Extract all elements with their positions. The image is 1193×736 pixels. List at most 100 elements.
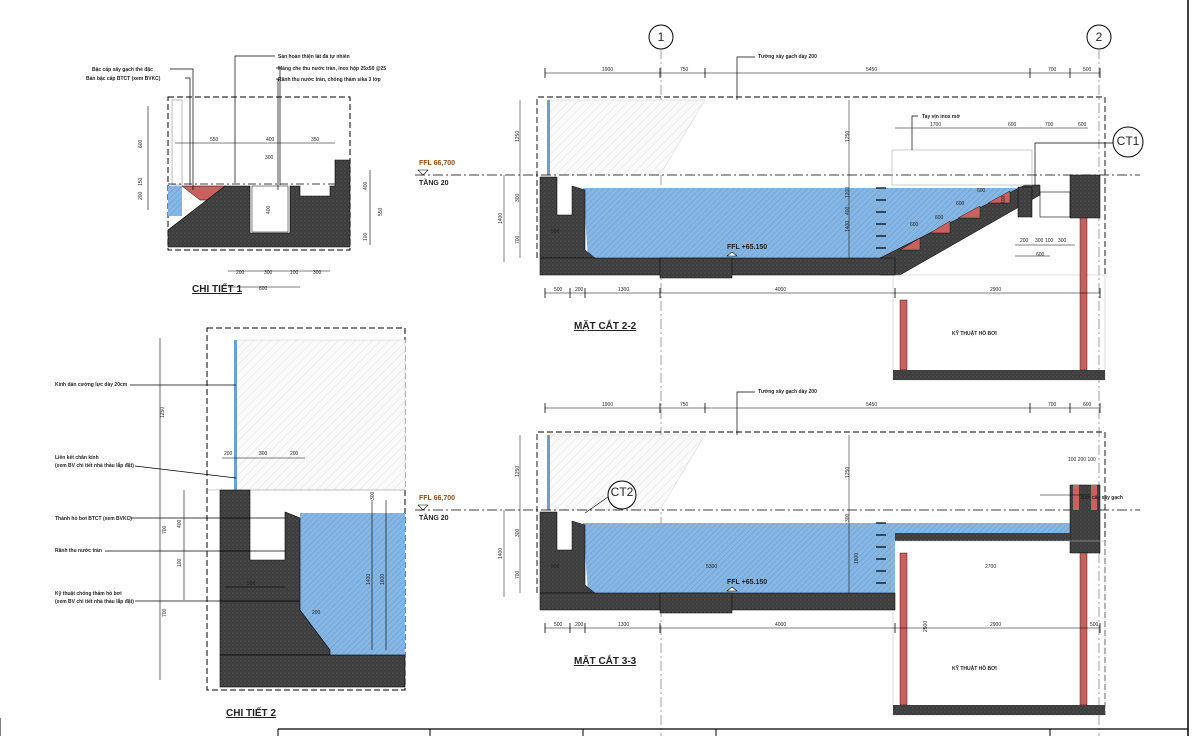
label-wall-note: Tường xây gạch dày 200 bbox=[758, 54, 817, 60]
dim: 300 bbox=[265, 155, 274, 161]
label-overflow-cover: Máng che thu nước tràn, inox hộp 25x50 @… bbox=[278, 66, 386, 72]
level-pool: FFL +65.150 bbox=[727, 244, 767, 251]
floor-label: TẦNG 20 bbox=[419, 177, 449, 187]
dim-left: 500 bbox=[551, 564, 560, 570]
dim: 400 bbox=[177, 519, 183, 528]
dim: 400 bbox=[266, 205, 272, 214]
dim: 200 bbox=[224, 451, 233, 457]
grid-label-1: 1 bbox=[658, 30, 665, 44]
floor-label: TẦNG 20 bbox=[419, 512, 449, 522]
dim: 1400 bbox=[366, 574, 372, 585]
dim-stair: 400 bbox=[1001, 195, 1007, 204]
dim-stair: 600 bbox=[956, 201, 965, 207]
callout-ct1: CT1 bbox=[1117, 134, 1140, 148]
dim-stair: 1700 bbox=[930, 122, 941, 128]
label-glass-joint-note: (xem BV chi tiết nhà thầu lắp đặt) bbox=[55, 462, 134, 469]
dim-inner: 5300 bbox=[706, 564, 717, 570]
dim-top: 500 bbox=[1083, 67, 1092, 73]
dim: 200 bbox=[236, 270, 245, 276]
dim-left: 300 bbox=[515, 528, 521, 537]
dim-top: 5450 bbox=[866, 402, 877, 408]
dim-stair: 600 bbox=[1008, 122, 1017, 128]
dim: 100 bbox=[290, 270, 299, 276]
dim-stair: 600 bbox=[1078, 122, 1087, 128]
dim-left: 1400 bbox=[498, 213, 504, 224]
dim-left: 700 bbox=[515, 235, 521, 244]
dim: 700 bbox=[162, 525, 168, 534]
label-rc-step: Bản bậc cấp BTCT (xem BVKC) bbox=[86, 75, 161, 82]
dim-left: 1250 bbox=[515, 466, 521, 477]
dim: 200 bbox=[138, 191, 144, 200]
dim-stair: 1250 bbox=[845, 131, 851, 142]
label-pool-wall: Thành hồ bơi BTCT (xem BVKC) bbox=[55, 516, 132, 522]
section-3-3 bbox=[415, 391, 1140, 716]
section-2-2 bbox=[415, 56, 1144, 381]
dim: 1250 bbox=[160, 407, 166, 418]
dim-bottom: 2900 bbox=[990, 622, 1001, 628]
dim: 550 bbox=[378, 207, 384, 216]
dim-stair: 100 bbox=[1045, 238, 1054, 244]
dim-inner: 1800 bbox=[854, 553, 860, 564]
dim: 150 bbox=[138, 177, 144, 186]
dim: 300 bbox=[313, 270, 322, 276]
dim-top: 750 bbox=[680, 67, 689, 73]
level-top: FFL 66,700 bbox=[419, 495, 455, 502]
dim: 300 bbox=[264, 270, 273, 276]
dim: 200 bbox=[290, 451, 299, 457]
detail-1-title: CHI TIẾT 1 bbox=[192, 282, 242, 295]
room-label: KỸ THUẬT HỒ BƠI bbox=[952, 330, 997, 337]
label-overflow-gutter: Rãnh thu nước tràn bbox=[55, 548, 102, 554]
dim-stair: 600 bbox=[1036, 252, 1045, 258]
dim: 600 bbox=[259, 286, 268, 292]
dim-left: 300 bbox=[515, 193, 521, 202]
dim-bottom: 1300 bbox=[618, 622, 629, 628]
dim: 550 bbox=[210, 137, 219, 143]
dim: 100 bbox=[363, 232, 369, 241]
dim-top: 5450 bbox=[866, 67, 877, 73]
dim: 600 bbox=[138, 139, 144, 148]
dim-top: 700 bbox=[1048, 402, 1057, 408]
grid-axis-2 bbox=[1086, 24, 1112, 736]
dim-bottom: 200 bbox=[575, 287, 584, 293]
dim-bottom: 2900 bbox=[990, 287, 1001, 293]
dim-inner: 300 bbox=[845, 513, 851, 522]
dim-bottom: 1300 bbox=[618, 287, 629, 293]
dim-inner: 2700 bbox=[985, 564, 996, 570]
label-handrail: Tay vịn inox mờ bbox=[922, 114, 960, 120]
dim-bottom: 200 bbox=[575, 622, 584, 628]
label-brick-parapet: Bản cây xây gạch bbox=[1081, 495, 1123, 501]
level-pool: FFL +65.150 bbox=[727, 579, 767, 586]
section22-title: MẶT CẮT 2-2 bbox=[574, 319, 637, 332]
dim-bottom: 500 bbox=[554, 622, 563, 628]
label-stone-floor: Sàn hoàn thiện lát đá tự nhiên bbox=[278, 54, 350, 60]
dim: 200 bbox=[312, 610, 321, 616]
dim-inner: 1250 bbox=[845, 467, 851, 478]
dim-top: 1900 bbox=[602, 402, 613, 408]
dim: 300 bbox=[370, 491, 376, 500]
callout-ct2: CT2 bbox=[611, 485, 634, 499]
dim-stair: 700 bbox=[1045, 122, 1054, 128]
dim-top: 700 bbox=[1048, 67, 1057, 73]
dim-top: 750 bbox=[680, 402, 689, 408]
label-waterproofing: Kỹ thuật chống thấm hồ bơi bbox=[55, 590, 122, 597]
label-glass: Kính dán cường lực dày 20cm bbox=[55, 382, 128, 388]
section33-title: MẶT CẮT 3-3 bbox=[574, 654, 637, 667]
dim: 400 bbox=[266, 137, 275, 143]
dim-stair: 300 bbox=[1058, 238, 1067, 244]
dim-stair: 600 bbox=[910, 222, 919, 228]
dim-stair: 200 bbox=[1020, 238, 1029, 244]
dim: 1600 bbox=[380, 574, 386, 585]
grid-label-2: 2 bbox=[1096, 30, 1103, 44]
label-glass-joint: Liên kết chân kính bbox=[55, 454, 99, 461]
dim-bottom: 500 bbox=[1090, 622, 1099, 628]
detail-2-title: CHI TIẾT 2 bbox=[226, 706, 276, 719]
label-brick-step: Bậc cấp xây gạch thẻ đặc bbox=[92, 66, 153, 73]
dim: 350 bbox=[311, 137, 320, 143]
title-block bbox=[277, 728, 1188, 736]
dim: 700 bbox=[162, 608, 168, 617]
label-waterproofing-note: (xem BV chi tiết nhà thầu lắp đặt) bbox=[55, 598, 134, 605]
dim: 400 bbox=[363, 181, 369, 190]
dim-top: 600 bbox=[1083, 402, 1092, 408]
dim-left: 1250 bbox=[515, 131, 521, 142]
